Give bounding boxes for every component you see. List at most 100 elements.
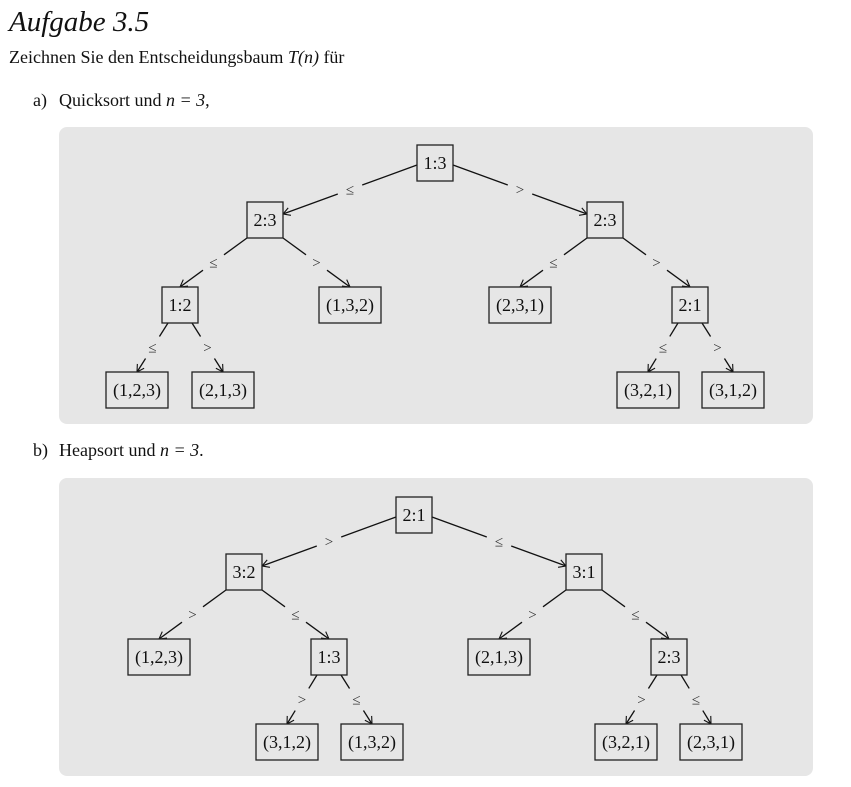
- tree-edge: >: [452, 164, 589, 216]
- edge-label: >: [637, 693, 645, 709]
- svg-text:3:1: 3:1: [572, 562, 595, 582]
- svg-text:(3,2,1): (3,2,1): [624, 380, 672, 401]
- tree-edge: >: [286, 674, 318, 725]
- edge-label: >: [528, 608, 536, 624]
- leaf-permutation: (1,2,3): [127, 638, 191, 676]
- edge-label: ≤: [148, 341, 156, 357]
- quicksort-tree-panel: ≤ > ≤ > ≤ > ≤ > ≤ >1:3 2:3 2:3 1:2 (1,3,2) (2,3,1) 2:1 (…: [59, 127, 813, 424]
- edge-label: ≤: [346, 183, 354, 199]
- svg-text:3:2: 3:2: [232, 562, 255, 582]
- svg-text:(3,1,2): (3,1,2): [263, 732, 311, 753]
- edge-label: ≤: [659, 341, 667, 357]
- subtask-b-heading: b) Heapsort und n = 3.: [33, 440, 204, 461]
- svg-text:(3,1,2): (3,1,2): [709, 380, 757, 401]
- tree-edge: >: [260, 516, 397, 568]
- leaf-permutation: (1,2,3): [105, 371, 169, 409]
- comparison-node: 2:3: [586, 201, 624, 239]
- tree-edge: >: [158, 589, 227, 640]
- svg-text:2:3: 2:3: [657, 647, 680, 667]
- svg-text:2:3: 2:3: [253, 210, 276, 230]
- tree-edge: ≤: [261, 589, 330, 640]
- svg-text:(2,3,1): (2,3,1): [687, 732, 735, 753]
- leaf-permutation: (2,3,1): [679, 723, 743, 761]
- edge-label: >: [516, 183, 524, 199]
- svg-text:2:3: 2:3: [593, 210, 616, 230]
- exercise-title: Aufgabe 3.5: [9, 6, 150, 38]
- quicksort-decision-tree: ≤ > ≤ > ≤ > ≤ > ≤ >1:3 2:3 2:3 1:2 (1,3,2) (2,3,1) 2:1 (…: [105, 144, 765, 409]
- svg-text:(1,3,2): (1,3,2): [326, 295, 374, 316]
- tree-edge: >: [282, 237, 351, 288]
- svg-text:(1,3,2): (1,3,2): [348, 732, 396, 753]
- leaf-permutation: (2,1,3): [191, 371, 255, 409]
- tree-edge: ≤: [680, 674, 712, 725]
- leaf-permutation: (3,1,2): [255, 723, 319, 761]
- comparison-node: 3:1: [565, 553, 603, 591]
- tree-edge: ≤: [519, 237, 588, 288]
- comparison-node: 1:3: [310, 638, 348, 676]
- leaf-permutation: (2,1,3): [467, 638, 531, 676]
- tree-edge: ≤: [431, 516, 568, 568]
- edge-label: >: [203, 341, 211, 357]
- edge-label: ≤: [352, 693, 360, 709]
- comparison-node: 2:3: [650, 638, 688, 676]
- svg-text:1:3: 1:3: [423, 153, 446, 173]
- edge-label: >: [298, 693, 306, 709]
- edge-label: ≤: [692, 693, 700, 709]
- leaf-permutation: (3,2,1): [594, 723, 658, 761]
- tree-edge: >: [622, 237, 691, 288]
- intro-tail: für: [318, 47, 345, 67]
- tree-edge: ≤: [179, 237, 248, 288]
- edge-label: >: [188, 608, 196, 624]
- exercise-intro: Zeichnen Sie den Entscheidungsbaum T(n) …: [9, 47, 344, 68]
- comparison-node: 3:2: [225, 553, 263, 591]
- leaf-permutation: (1,3,2): [318, 286, 382, 324]
- tree-edge: ≤: [601, 589, 670, 640]
- edge-label: >: [325, 535, 333, 551]
- edge-label: >: [713, 341, 721, 357]
- comparison-node: 2:1: [671, 286, 709, 324]
- comparison-node: 1:3: [416, 144, 454, 182]
- tree-edge: >: [191, 322, 224, 373]
- svg-text:(2,1,3): (2,1,3): [199, 380, 247, 401]
- subtask-b-text: Heapsort und: [59, 440, 160, 460]
- tree-edge: ≤: [647, 322, 679, 373]
- intro-math: T(n): [287, 47, 319, 67]
- subtask-a-math: n = 3: [166, 90, 206, 110]
- tree-edge: ≤: [281, 164, 418, 216]
- tree-edge: >: [701, 322, 734, 373]
- edge-label: ≤: [631, 608, 639, 624]
- svg-text:2:1: 2:1: [402, 505, 425, 525]
- svg-text:(1,2,3): (1,2,3): [135, 647, 183, 668]
- comparison-node: 1:2: [161, 286, 199, 324]
- svg-text:(2,3,1): (2,3,1): [496, 295, 544, 316]
- tree-edge: >: [625, 674, 658, 725]
- edge-label: >: [652, 256, 660, 272]
- edge-label: ≤: [495, 535, 503, 551]
- heapsort-decision-tree: > ≤ > ≤ > ≤ > ≤ > ≤2:1 3:2 3:1 (1,2,3) 1:3 (2,1,3) 2:3 (…: [127, 496, 743, 761]
- svg-text:(3,2,1): (3,2,1): [602, 732, 650, 753]
- svg-text:2:1: 2:1: [678, 295, 701, 315]
- tree-edge: >: [498, 589, 567, 640]
- edge-label: ≤: [549, 256, 557, 272]
- tree-edge: ≤: [136, 322, 169, 373]
- comparison-node: 2:1: [395, 496, 433, 534]
- tree-edge: ≤: [340, 674, 373, 725]
- subtask-a-heading: a) Quicksort und n = 3,: [33, 90, 210, 111]
- leaf-permutation: (3,2,1): [616, 371, 680, 409]
- svg-text:1:2: 1:2: [168, 295, 191, 315]
- subtask-a-label: a): [33, 90, 47, 110]
- svg-text:(2,1,3): (2,1,3): [475, 647, 523, 668]
- subtask-a-text: Quicksort und: [59, 90, 166, 110]
- svg-text:1:3: 1:3: [317, 647, 340, 667]
- edge-label: >: [312, 256, 320, 272]
- subtask-b-label: b): [33, 440, 48, 460]
- subtask-b-math: n = 3: [159, 440, 200, 460]
- edge-label: ≤: [291, 608, 299, 624]
- comparison-node: 2:3: [246, 201, 284, 239]
- edge-label: ≤: [209, 256, 217, 272]
- leaf-permutation: (1,3,2): [340, 723, 404, 761]
- subtask-a-tail: ,: [205, 90, 210, 110]
- subtask-b-tail: .: [199, 440, 204, 460]
- leaf-permutation: (2,3,1): [488, 286, 552, 324]
- svg-text:(1,2,3): (1,2,3): [113, 380, 161, 401]
